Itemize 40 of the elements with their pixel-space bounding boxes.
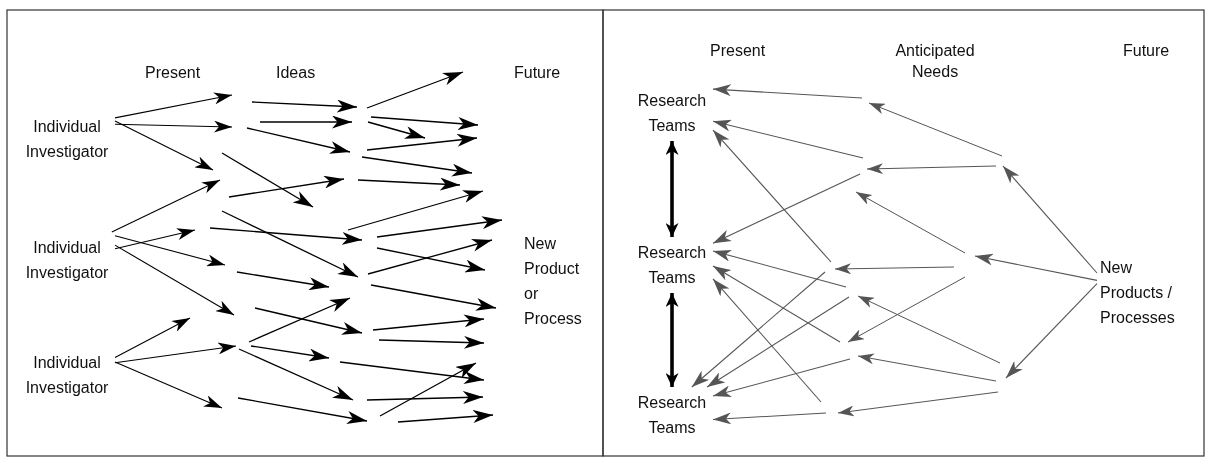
arrow bbox=[1005, 283, 1098, 379]
arrow bbox=[114, 244, 235, 316]
arrow bbox=[665, 141, 679, 237]
arrow bbox=[712, 249, 847, 288]
arrow bbox=[1002, 165, 1098, 274]
arrow bbox=[712, 119, 864, 159]
arrow bbox=[114, 120, 214, 171]
arrow bbox=[712, 84, 863, 99]
text-label: Individual Investigator bbox=[22, 350, 112, 400]
column-heading: Future bbox=[1123, 41, 1171, 61]
column-heading: Ideas bbox=[276, 63, 317, 83]
arrow bbox=[712, 265, 841, 343]
text-label: Research Teams bbox=[634, 240, 710, 290]
arrow bbox=[114, 361, 223, 409]
text-label: Individual Investigator bbox=[22, 235, 112, 285]
column-heading: Present bbox=[145, 63, 202, 83]
arrow bbox=[712, 278, 822, 403]
text-label: New Products / Processes bbox=[1100, 255, 1186, 330]
arrow bbox=[114, 317, 191, 359]
arrow bbox=[114, 92, 233, 119]
arrow bbox=[114, 228, 196, 250]
arrow bbox=[691, 271, 826, 388]
text-label: New Product or Process bbox=[524, 231, 594, 331]
arrow bbox=[712, 173, 861, 244]
arrow bbox=[665, 293, 679, 387]
arrow bbox=[706, 296, 850, 388]
text-label: Research Teams bbox=[634, 390, 710, 440]
column-heading: Present bbox=[710, 41, 767, 61]
arrow bbox=[712, 358, 851, 398]
arrow bbox=[114, 342, 237, 364]
column-heading: Future bbox=[514, 63, 562, 83]
arrow bbox=[712, 412, 827, 425]
arrow bbox=[114, 120, 233, 133]
text-label: Individual Investigator bbox=[22, 114, 112, 164]
arrow bbox=[974, 253, 1098, 281]
arrow bbox=[712, 129, 832, 263]
column-heading: Anticipated Needs bbox=[894, 41, 976, 82]
arrow bbox=[114, 235, 226, 267]
arrow bbox=[111, 179, 221, 233]
text-label: Research Teams bbox=[634, 88, 710, 138]
